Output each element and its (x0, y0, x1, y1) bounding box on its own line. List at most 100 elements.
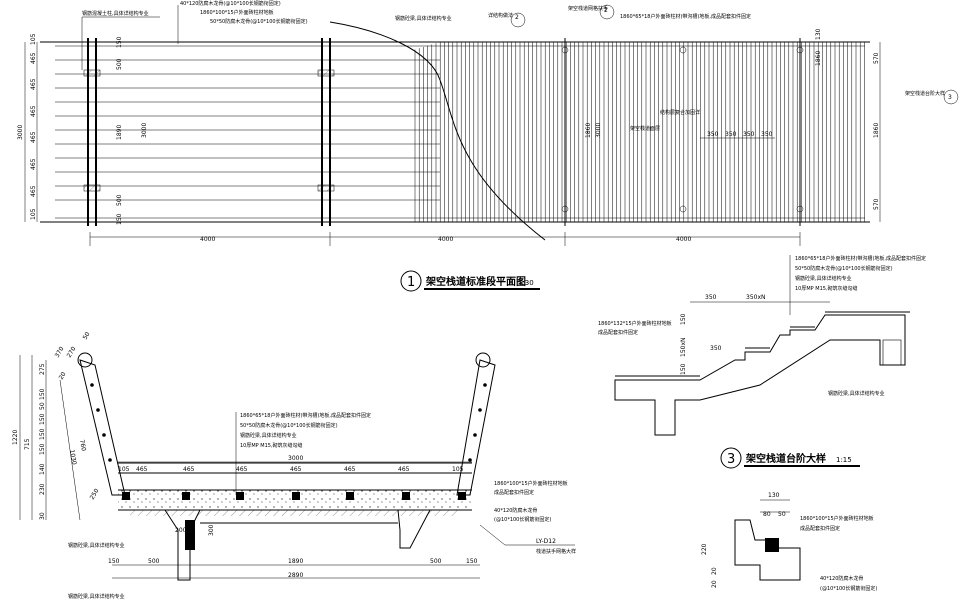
plan-note-left-post: 钢筋混凝土柱,具体详结构专业 (82, 10, 149, 17)
plan-top-dim: 130 (815, 28, 822, 40)
section-bottom-dim-4: 500 (430, 558, 442, 565)
section-left-dim: 140 (39, 463, 46, 475)
rail-dim-370: 370 (54, 345, 66, 359)
rail-bolts (90, 383, 487, 462)
section-bottom-total: 2890 (288, 572, 303, 579)
plan-mid-dim-1: 1860 (585, 123, 592, 138)
deck-joists (122, 492, 466, 500)
callout-3-num: 3 (948, 94, 952, 101)
detail-dim-50: 50 (778, 511, 786, 518)
section-deck-dim: 465 (183, 466, 195, 473)
section-left-dim: 150 (39, 388, 46, 400)
plan-note-mesh: 架空栈道网格扶手 (568, 5, 608, 12)
detail-note-2: 成品配套扣件固定 (800, 525, 840, 532)
plan-post-dim-4: 500 (116, 194, 123, 206)
stair-note-1: 1860*65*18户外面砖柱材(带沟槽)地板,成品配套扣件固定 (795, 255, 926, 262)
plan-note-joist-2: 50*50防腐木龙骨(@10*100长钢筋衔固定) (210, 18, 308, 25)
detail-side-220: 220 (701, 543, 708, 555)
small-detail: 130 80 50 220 20 20 1860*100*15户外面砖柱材地板 … (701, 492, 877, 592)
detail-side-20b: 20 (711, 580, 718, 588)
stair-side-1: 150 (680, 313, 687, 325)
section-deep-250: 250 (89, 487, 101, 501)
stair-dim-350: 350 (710, 345, 722, 352)
callout-2-left-num: 2 (515, 14, 519, 21)
section-note-1: 1860*65*18户外面砖柱材(带沟槽)地板,成品配套扣件固定 (240, 412, 371, 419)
plan-posts (83, 38, 804, 226)
plan-scale: 1:30 (518, 279, 534, 287)
section-deck-dim: 105 (452, 466, 464, 473)
plan-bay-2: 4000 (438, 236, 453, 243)
plan-note-platform: 架空栈道台阶大样 (905, 90, 945, 97)
callout-2-right (599, 4, 615, 20)
left-pier (185, 520, 195, 550)
rail-dim-20: 20 (58, 371, 68, 381)
section-left-dim: 150 (39, 428, 46, 440)
stair-dim-top-2: 350xN (746, 294, 766, 301)
section-bottom-dim-1: 150 (108, 558, 120, 565)
detail-dim-130: 130 (768, 492, 780, 499)
plan-bay-1: 4000 (200, 236, 215, 243)
plan-left-dim: 465 (30, 158, 37, 170)
callout-2-right-num: 2 (604, 7, 608, 14)
stair-note-4: 10厚MP M15,砌筑灰缝勾缝 (795, 285, 858, 292)
plan-board-width: 1860 (815, 51, 822, 66)
section-left-dim: 275 (39, 363, 46, 375)
stair-title-num: 3 (727, 452, 735, 467)
section-note-4: 10厚MP M15,砌筑灰缝勾缝 (240, 442, 303, 449)
plan-stair-dim-1: 350 (707, 131, 719, 138)
stair-note-5: 钢筋砼梁,具体详结构专业 (828, 390, 885, 397)
plan-note-board-2: 1860*65*18户外面砖柱材(带沟槽)地板,成品配套扣件固定 (620, 13, 751, 20)
section-deck-dim: 465 (290, 466, 302, 473)
plan-post-dim-5: 150 (116, 213, 123, 225)
section-deck-dim: 465 (344, 466, 356, 473)
section-bottom-dim-2: 500 (148, 558, 160, 565)
section-deck-dim: 465 (236, 466, 248, 473)
plan-right-dim-1: 570 (873, 52, 880, 64)
section-tag-note: 栈道扶手网格大样 (536, 548, 576, 555)
stair-title: 架空栈道台阶大样 (745, 452, 826, 465)
plan-overall-height: 3000 (17, 125, 24, 140)
section-left-dim: 150 (39, 443, 46, 455)
plan-left-dim: 465 (30, 185, 37, 197)
plan-stair-dim-3: 350 (743, 131, 755, 138)
plan-right-dim-3: 570 (873, 198, 880, 210)
stairs-detail: 350 350xN 350 150 150xN 150 1860*65*18户外… (598, 255, 926, 469)
section-note-3: 钢筋砼梁,具体详结构专业 (240, 432, 297, 439)
plan-note-board-1: 1860*100*15户外面砖柱材地板 (200, 9, 274, 16)
stair-left-note-2: 成品配套扣件固定 (598, 329, 638, 336)
stair-note-2: 50*50防腐木龙骨(@10*100长钢筋衔固定) (795, 265, 893, 272)
plan-post-dim-2: 500 (116, 58, 123, 70)
rail-dim-760: 760 (78, 439, 87, 452)
plan-note-joist-1: 40*120防腐木龙骨(@10*100长钢筋衔固定) (180, 0, 281, 7)
section-right-note-4: (@10*100长钢筋衔固定) (494, 516, 551, 523)
section-bar-300: 300 (208, 524, 215, 536)
section-left-dim: 150 (39, 413, 46, 425)
section-top-dim: 3000 (288, 455, 303, 462)
plan-left-dim: 465 (30, 78, 37, 90)
section-bottom-dim-3: 1890 (288, 558, 303, 565)
section-deck-dim: 465 (136, 466, 148, 473)
plan-note-beam: 钢筋砼梁,具体详结构专业 (395, 15, 452, 22)
plan-title-circle (400, 270, 422, 292)
plan-left-dim: 465 (30, 131, 37, 143)
plan-left-dim: 105 (30, 208, 37, 220)
break-curve (329, 21, 546, 241)
callout-2-left (510, 12, 526, 28)
stair-scale: 1:15 (836, 456, 852, 464)
section-deck-dim: 105 (118, 466, 130, 473)
section-bottom-note: 钢筋砼梁,具体详结构专业 (68, 593, 125, 600)
detail-note-3: 40*120防腐木龙骨 (820, 575, 863, 582)
section-left-dim: 50 (39, 402, 46, 410)
detail-note-4: (@10*100长钢筋衔固定) (820, 585, 877, 592)
plan-post-dim-3: 1890 (116, 125, 123, 140)
section-left-total-2: 715 (24, 438, 31, 450)
section-right-note-3: 40*120防腐木龙骨 (494, 507, 537, 514)
plan-stair-dim-2: 350 (725, 131, 737, 138)
stair-title-circle (720, 447, 742, 469)
section-bar-200: 200 (175, 527, 187, 534)
rail-dim-50: 50 (82, 331, 92, 341)
section-left-dim: 30 (39, 512, 46, 520)
